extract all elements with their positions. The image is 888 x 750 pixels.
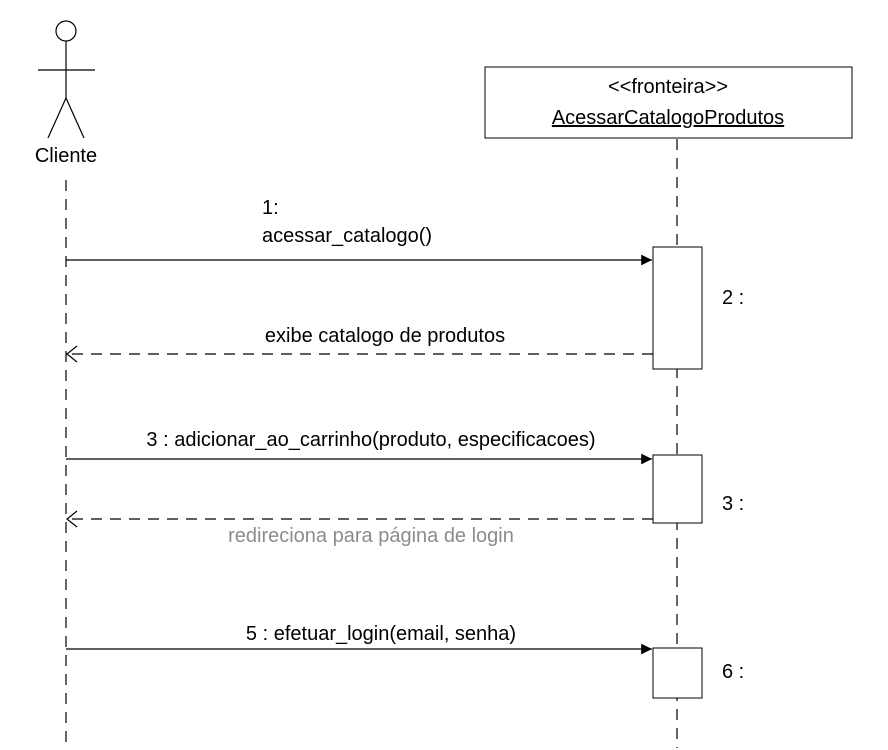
message-2-label: exibe catalogo de produtos xyxy=(265,325,505,347)
message-4-open-arrowhead xyxy=(66,510,78,528)
message-1-label-line1: 1: xyxy=(262,197,279,219)
message-efetuar-login: 5 : efetuar_login(email, senha) xyxy=(66,623,652,655)
message-4-label: redireciona para página de login xyxy=(228,525,514,547)
message-3-label: 3 : adicionar_ao_carrinho(produto, espec… xyxy=(146,429,595,451)
boundary-stereotype: <<fronteira>> xyxy=(608,76,728,98)
message-acessar-catalogo: 1: acessar_catalogo() xyxy=(66,197,652,266)
actor-right-leg xyxy=(65,97,85,139)
activation-box-3 xyxy=(652,647,703,699)
boundary-object: <<fronteira>> AcessarCatalogoProdutos xyxy=(484,66,853,139)
message-exibe-catalogo: exibe catalogo de produtos xyxy=(66,325,653,363)
boundary-name: AcessarCatalogoProdutos xyxy=(552,107,784,129)
activation-box-1 xyxy=(652,246,703,370)
activation-label-3: 6 : xyxy=(722,661,744,683)
actor-cliente: Cliente xyxy=(35,20,97,167)
activation-box-2 xyxy=(652,454,703,524)
actor-name: Cliente xyxy=(35,145,97,167)
message-redireciona-login: redireciona para página de login xyxy=(66,510,653,547)
activation-label-1: 2 : xyxy=(722,287,744,309)
activation-label-2: 3 : xyxy=(722,493,744,515)
boundary-box xyxy=(484,66,853,139)
actor-head xyxy=(55,20,77,42)
message-5-label: 5 : efetuar_login(email, senha) xyxy=(246,623,516,645)
message-1-label-line2: acessar_catalogo() xyxy=(262,225,432,247)
message-adicionar-ao-carrinho: 3 : adicionar_ao_carrinho(produto, espec… xyxy=(66,429,652,465)
actor-left-leg xyxy=(47,97,67,139)
message-2-open-arrowhead xyxy=(66,345,78,363)
